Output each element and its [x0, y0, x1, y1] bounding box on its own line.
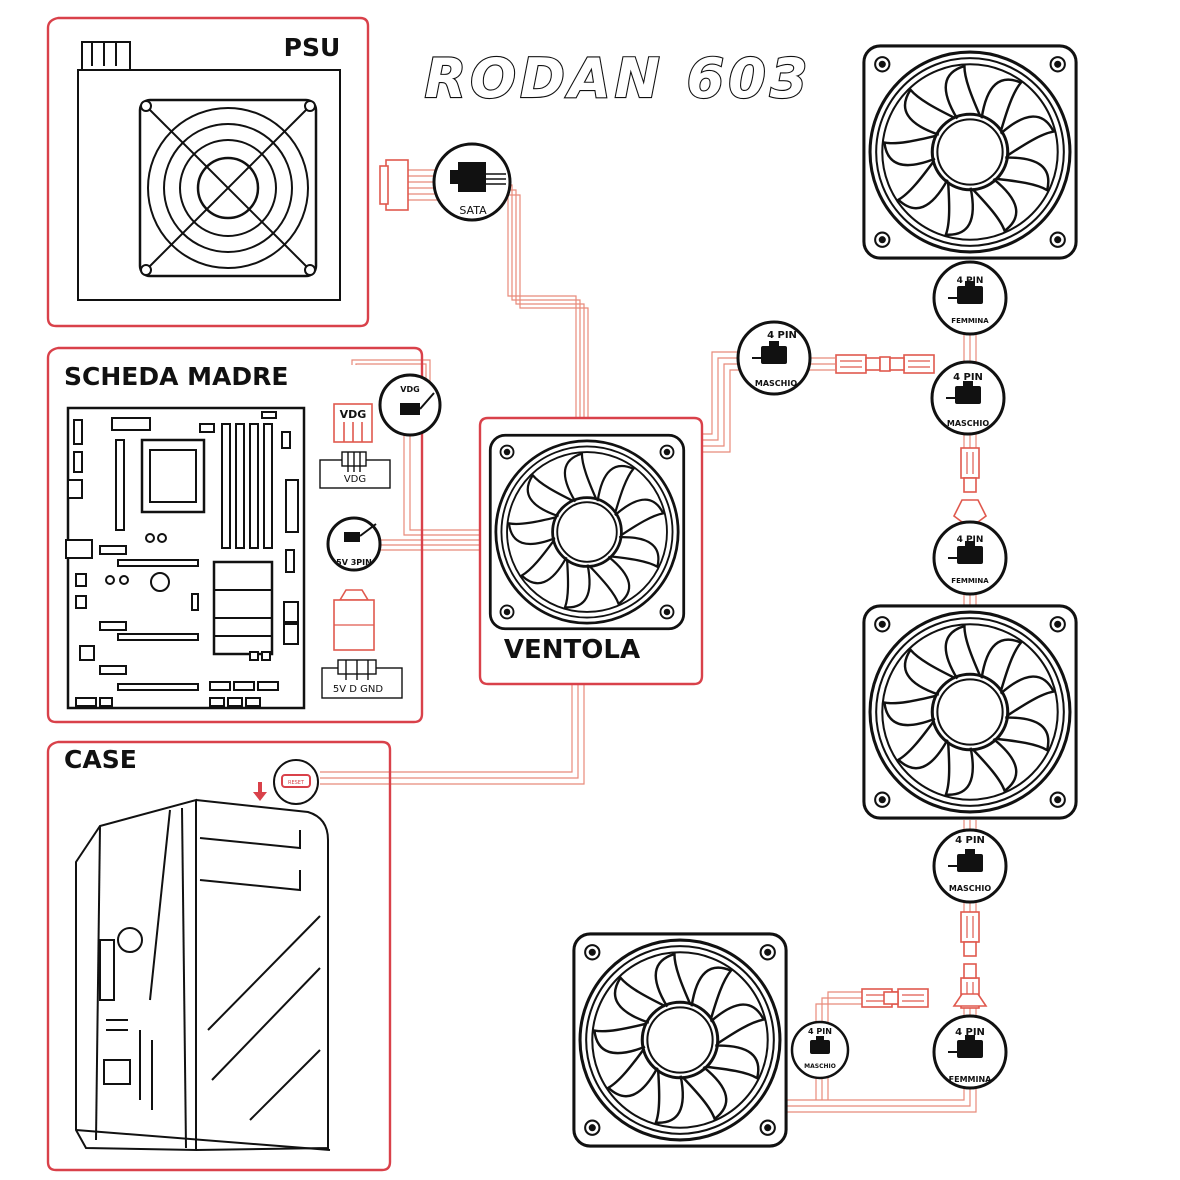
vdg-circle-label: VDG — [400, 385, 419, 394]
maschio-connector-1: 4 PIN MASCHIO — [736, 320, 812, 396]
fan-mid-right-icon — [864, 606, 1076, 818]
femmina-label: FEMMINA — [949, 1075, 993, 1084]
femmina-connector-2: 4 PIN FEMMINA — [932, 520, 1008, 596]
femmina-label: FEMMINA — [951, 317, 989, 325]
maschio-label: MASCHIO — [804, 1063, 836, 1070]
fan-label: VENTOLA — [504, 635, 640, 665]
psu-connector-icon — [81, 41, 131, 70]
vdg-header-label: VDG — [344, 474, 366, 485]
vdg-plug-label: VDG — [340, 408, 367, 421]
psu-fan-icon — [138, 98, 318, 278]
argb-header-icon: 5V D GND — [321, 659, 403, 699]
plug-pair-top — [835, 354, 935, 374]
pin4-label: 4 PIN — [767, 330, 797, 341]
maschio-connector-3: 4 PIN MASCHIO — [932, 828, 1008, 904]
maschio-connector-4: 4 PIN MASCHIO — [790, 1020, 850, 1080]
maschio-label: MASCHIO — [947, 419, 989, 428]
reset-button-icon: RESET — [273, 759, 319, 805]
pin4-label: 4 PIN — [957, 535, 984, 545]
pin4-label: 4 PIN — [955, 1027, 985, 1038]
fan-bottom-icon — [574, 934, 786, 1146]
motherboard-panel: SCHEDA MADRE — [46, 346, 442, 724]
motherboard-icon — [65, 406, 306, 710]
pc-case-icon — [75, 798, 331, 1152]
femmina-label: FEMMINA — [951, 577, 989, 585]
vdg-connector-icon — [378, 373, 442, 437]
center-fan-icon — [490, 435, 683, 628]
femmina-connector-1: 4 PIN FEMMINA — [932, 260, 1008, 336]
vdg-header-icon: VDG — [319, 451, 391, 489]
argb-circle-label: 5V 3PIN — [336, 558, 372, 567]
plug-pair-bottom — [861, 988, 929, 1008]
maschio-label: MASCHIO — [755, 379, 797, 388]
maschio-connector-2: 4 PIN MASCHIO — [930, 360, 1006, 436]
argb-plug-icon — [333, 589, 375, 651]
pin4-label: 4 PIN — [808, 1027, 832, 1036]
diagram-title: RODAN 603 — [425, 47, 812, 110]
fan-panel: VENTOLA — [478, 416, 704, 686]
pin4-label: 4 PIN — [957, 276, 984, 286]
psu-label: PSU — [284, 33, 341, 62]
case-panel: CASE RESET — [46, 740, 392, 1172]
reset-label: RESET — [288, 780, 305, 786]
sata-connector-icon — [432, 142, 512, 222]
argb-connector-icon — [326, 516, 382, 572]
motherboard-label: SCHEDA MADRE — [64, 362, 288, 391]
vdg-plug-icon: VDG — [333, 403, 373, 443]
plug-pair-mid — [952, 447, 988, 523]
maschio-label: MASCHIO — [949, 884, 991, 893]
fan-top-right-icon — [864, 46, 1076, 258]
case-label: CASE — [64, 745, 137, 774]
sata-label: SATA — [459, 204, 487, 217]
pin4-label: 4 PIN — [955, 835, 985, 846]
femmina-connector-3: 4 PIN FEMMINA — [932, 1014, 1008, 1090]
pin4-label: 4 PIN — [953, 372, 983, 383]
sata-plug-icon — [379, 159, 409, 211]
argb-header-label: 5V D GND — [333, 684, 383, 695]
plug-pair-lower — [952, 911, 988, 1009]
arrow-down-icon — [253, 782, 267, 801]
psu-panel: PSU — [46, 16, 512, 328]
